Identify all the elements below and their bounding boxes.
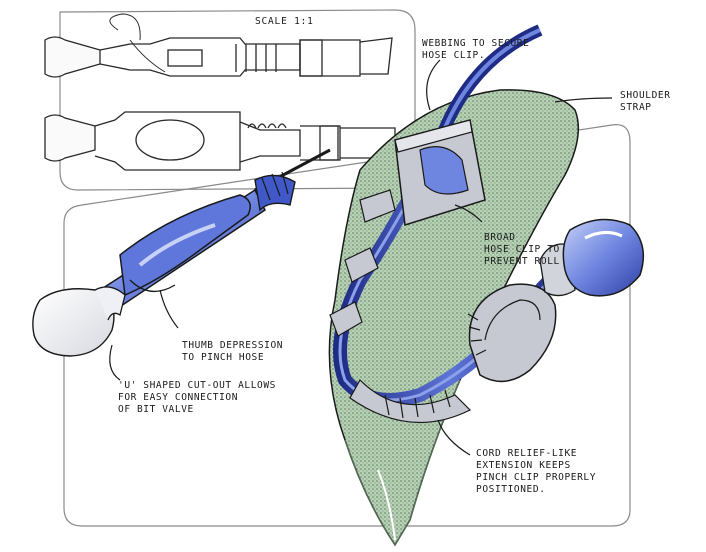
callout-cord-line-3: PINCH CLIP PROPERLY (476, 472, 597, 483)
callout-broad-line-2: HOSE CLIP to (484, 244, 560, 255)
callout-webbing-line-2: HOSE CLIP. (422, 50, 486, 61)
callout-shoulder-strap: SHOULDER STRAP (620, 90, 671, 114)
callout-thumb-line-2: to PINCH HOSE (182, 352, 265, 363)
callout-cord-line-4: POSITIONED. (476, 484, 546, 495)
callout-broad-line-1: BROAD (484, 232, 516, 243)
callout-shoulder-line-2: STRAP (620, 102, 652, 113)
callout-cord-line-2: EXTENSION KEEPS (476, 460, 571, 471)
callout-u-cutout: 'U' SHAPED CUT-OUT ALLOWS FOR EASY CONNE… (118, 380, 276, 416)
callout-u-line-2: FOR EASY CONNECTION (118, 392, 239, 403)
top-view-hose-clip (44, 13, 393, 78)
callout-cord-line-1: CORD RELIEF-LIKE (476, 448, 578, 459)
broad-hose-clip (329, 119, 486, 337)
left-hose-clip-sketch (32, 148, 331, 357)
callout-webbing: WEBBING to SECURE HOSE CLIP. (422, 38, 529, 62)
side-view-hose-clip (44, 111, 396, 171)
callout-u-line-1: 'U' SHAPED CUT-OUT ALLOWS (118, 380, 276, 391)
callout-broad-line-3: PREVENT ROLL (484, 256, 560, 267)
callout-thumb-line-1: THUMB DEPRESSION (182, 340, 284, 351)
leader-lines (109, 59, 613, 456)
right-pinch-clip (467, 218, 645, 383)
callout-shoulder-line-1: SHOULDER (620, 90, 671, 101)
callout-u-line-3: OF BIT VALVE (118, 404, 194, 415)
callout-broad-clip: BROAD HOSE CLIP to PREVENT ROLL (484, 232, 560, 268)
scale-label: SCALE 1:1 (255, 16, 314, 27)
callout-cord-relief: CORD RELIEF-LIKE EXTENSION KEEPS PINCH C… (476, 448, 596, 496)
callout-thumb-depression: THUMB DEPRESSION to PINCH HOSE (182, 340, 283, 364)
callout-webbing-line-1: WEBBING to SECURE (422, 38, 530, 49)
